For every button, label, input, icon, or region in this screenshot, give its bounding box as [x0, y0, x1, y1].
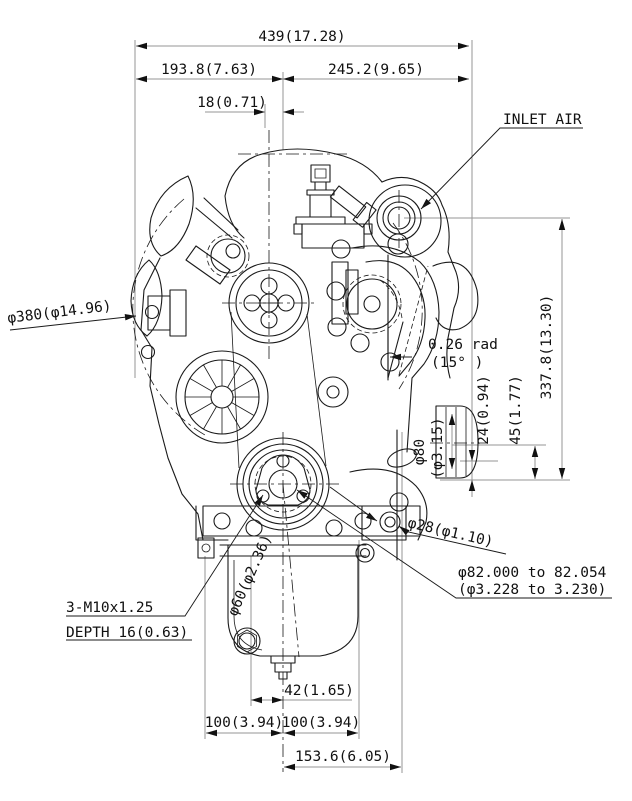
- dim-angle-deg-label: (15° ): [431, 355, 483, 371]
- dim-fan-diameter-label: φ380(φ14.96): [7, 298, 113, 327]
- dim-angle-rad-label: 0.26 rad: [428, 337, 498, 353]
- dimension-labels: 439(17.28) 193.8(7.63) 245.2(9.65) 18(0.…: [7, 29, 607, 765]
- dim-offset-18-label: 18(0.71): [197, 95, 267, 111]
- dim-shaft-dia-mm-label: φ80: [412, 439, 428, 465]
- dim-45-label: 45(1.77): [508, 375, 524, 445]
- dim-height-inlet-label: 337.8(13.30): [539, 295, 555, 400]
- dim-100-left-label: 100(3.94): [205, 715, 284, 731]
- dim-100-right-label: 100(3.94): [282, 715, 361, 731]
- dimension-arrowheads: [124, 42, 566, 771]
- dim-hole-dia-label: φ28(φ1.10): [406, 515, 495, 550]
- dim-153-label: 153.6(6.05): [295, 749, 391, 765]
- dim-24-label: 24(0.94): [476, 375, 492, 445]
- dim-shaft-dia-in-label: (φ3.15): [430, 417, 446, 478]
- dim-width-left-label: 193.8(7.63): [161, 62, 257, 78]
- dimension-lines: [134, 40, 570, 773]
- dim-42-label: 42(1.65): [284, 683, 354, 699]
- engine-line-art: [130, 130, 486, 772]
- note-tap-label: 3-M10x1.25: [66, 600, 153, 616]
- inlet-air-label: INLET AIR: [503, 112, 582, 128]
- dim-bore-mm-label: φ82.000 to 82.054: [458, 565, 607, 581]
- leader-lines: [9, 127, 612, 641]
- dim-total-width-label: 439(17.28): [258, 29, 345, 45]
- dim-bore-in-label: (φ3.228 to 3.230): [458, 582, 606, 598]
- note-tap-depth-label: DEPTH 16(0.63): [66, 625, 188, 641]
- dim-width-right-label: 245.2(9.65): [328, 62, 424, 78]
